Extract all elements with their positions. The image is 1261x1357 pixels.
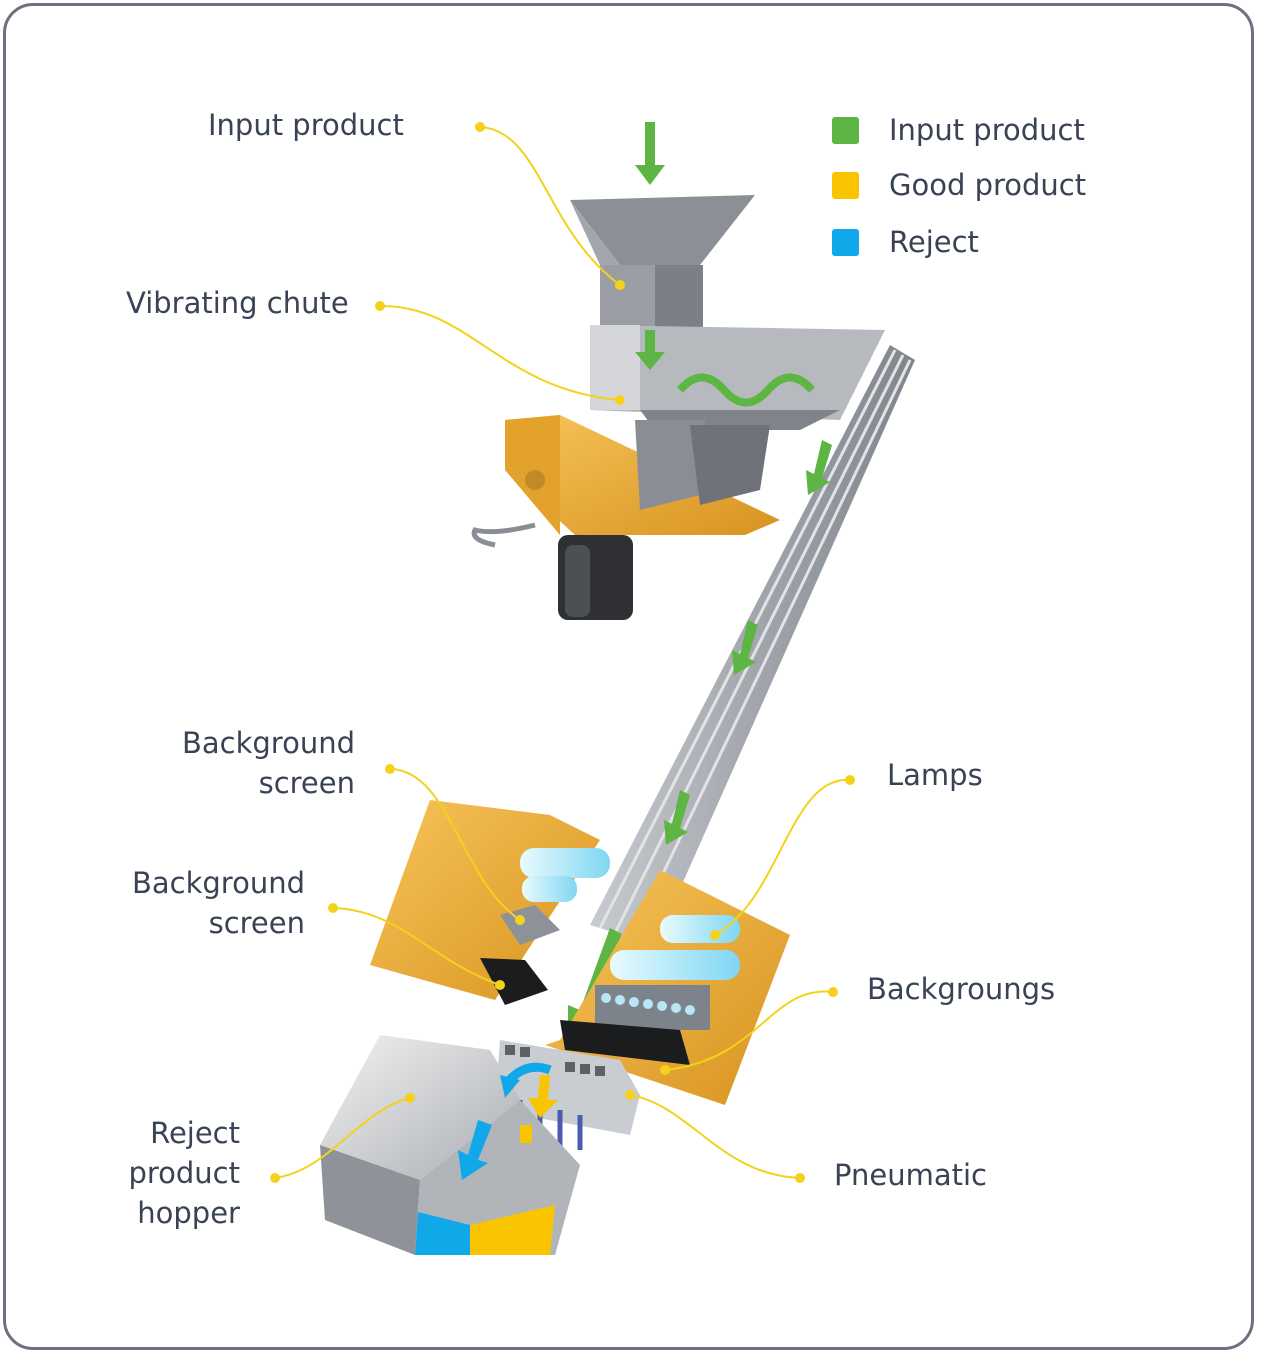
legend-swatch-good-product xyxy=(832,171,859,199)
label-background-screen-2-line-1: Background xyxy=(131,866,305,900)
label-vibrating-chute: Vibrating chute xyxy=(126,286,349,320)
legend-item-input-product: Input product xyxy=(832,110,1085,150)
output-flow-arrows xyxy=(458,1062,558,1180)
label-background-screen-2-line-2: screen xyxy=(208,906,305,940)
legend-swatch-reject xyxy=(832,228,859,256)
legend-label-good-product: Good product xyxy=(889,168,1087,202)
label-reject-product-hopper: Reject product hopper xyxy=(112,1113,240,1233)
diagram-frame xyxy=(3,3,1254,1350)
label-reject-product-hopper-line-3: hopper xyxy=(137,1196,240,1230)
label-backgroungs: Backgroungs xyxy=(867,972,1056,1006)
label-reject-product-hopper-line-2: product xyxy=(128,1156,240,1190)
optical-housing xyxy=(370,800,790,1105)
label-pneumatic: Pneumatic xyxy=(834,1158,987,1192)
leader-dots xyxy=(270,122,855,1183)
label-background-screen-2: Background screen xyxy=(122,863,305,943)
legend-item-good-product: Good product xyxy=(832,165,1086,205)
feed-hopper xyxy=(570,195,755,327)
label-reject-product-hopper-line-1: Reject xyxy=(150,1116,240,1150)
vibrator-unit xyxy=(471,415,780,620)
leader-lines xyxy=(274,126,851,1179)
label-lamps: Lamps xyxy=(887,758,983,792)
label-background-screen-1-line-1: Background xyxy=(181,726,355,760)
label-input-product: Input product xyxy=(208,108,404,142)
legend-label-reject: Reject xyxy=(889,225,979,259)
label-background-screen-1: Background screen xyxy=(172,723,355,803)
legend-label-input-product: Input product xyxy=(889,113,1085,147)
legend-item-reject: Reject xyxy=(832,222,979,262)
label-background-screen-1-line-2: screen xyxy=(258,766,355,800)
output-hoppers xyxy=(320,1035,580,1255)
legend-swatch-input-product xyxy=(832,116,859,144)
vibrating-chute xyxy=(590,325,885,430)
